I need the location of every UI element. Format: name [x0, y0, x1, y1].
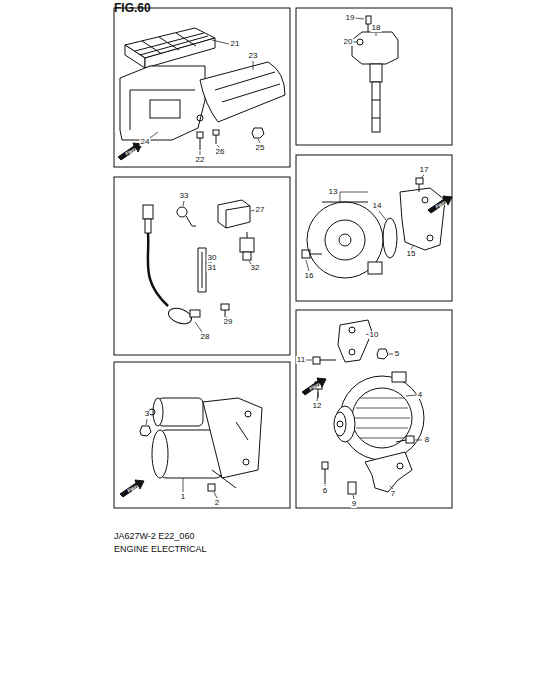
- panel-frame: [114, 8, 452, 508]
- callout-number: 8: [424, 436, 430, 444]
- ecm-bracket: [120, 66, 205, 140]
- ecm-unit: [125, 28, 215, 68]
- callout-number: 31: [207, 264, 218, 272]
- callout-number: 30: [207, 254, 218, 262]
- drawing-code: JA627W-2 E22_060: [114, 532, 194, 541]
- callout-number: 11: [296, 356, 306, 364]
- callout-number: 17: [419, 166, 430, 174]
- clip: [198, 248, 206, 292]
- figure-caption: ENGINE ELECTRICAL: [114, 545, 207, 554]
- callout-number: 20: [343, 38, 354, 46]
- callout-number: 18: [371, 24, 382, 32]
- starter-motor: [149, 398, 262, 478]
- clamp: [177, 207, 196, 226]
- callout-number: 21: [230, 40, 241, 48]
- bolts: [313, 349, 414, 494]
- callout-number: 6: [322, 487, 328, 495]
- callout-number: 24: [140, 138, 151, 146]
- callout-number: 33: [179, 192, 190, 200]
- iac-bracket: [400, 188, 445, 250]
- alternator-bracket: [338, 320, 372, 362]
- fwd-arrow: [302, 378, 326, 395]
- callout-number: 25: [255, 144, 266, 152]
- callout-number: 14: [372, 202, 383, 210]
- leader-line: [306, 334, 422, 499]
- sensor-harness: [143, 205, 200, 327]
- callout-number: 7: [390, 490, 396, 498]
- callout-number: 29: [223, 318, 234, 326]
- iac-valve: [307, 202, 383, 278]
- callout-number: 32: [250, 264, 261, 272]
- leader-line: [306, 175, 424, 271]
- callout-number: 3: [144, 410, 150, 418]
- callout-number: 13: [328, 188, 339, 196]
- o-ring: [383, 218, 397, 258]
- figure-title: FIG.60: [114, 2, 151, 14]
- callout-number: 4: [417, 391, 423, 399]
- callout-number: 26: [215, 148, 226, 156]
- adjust-arm: [365, 452, 412, 492]
- alternator: [334, 372, 424, 460]
- callout-number: 9: [351, 500, 357, 508]
- callout-number: 22: [195, 156, 206, 164]
- callout-number: 1: [180, 493, 186, 501]
- bolts: [140, 422, 248, 491]
- bolts: [221, 304, 229, 317]
- bolts: [302, 178, 423, 258]
- fwd-arrow: [118, 143, 142, 160]
- fwd-arrow: [428, 196, 452, 213]
- callout-number: 28: [200, 333, 211, 341]
- ignition-coil: [352, 16, 398, 132]
- leader-line: [146, 419, 217, 498]
- fwd-mark: FWD: [127, 484, 139, 493]
- temp-sensor: [240, 232, 254, 260]
- callout-number: 12: [312, 402, 323, 410]
- callout-number: 19: [345, 14, 356, 22]
- fwd-arrow: [120, 480, 144, 497]
- callout-number: 2: [214, 499, 220, 507]
- callout-number: 15: [406, 250, 417, 258]
- fwd-mark: FWD: [309, 382, 321, 391]
- leader-line: [183, 201, 255, 332]
- ecm-cover: [200, 62, 285, 122]
- callout-number: 27: [255, 206, 266, 214]
- callout-number: 23: [248, 52, 259, 60]
- relay: [218, 200, 250, 228]
- fwd-mark: FWD: [125, 147, 137, 156]
- callout-number: 16: [304, 272, 315, 280]
- callout-number: 5: [394, 350, 400, 358]
- callout-number: 10: [369, 331, 380, 339]
- leader-line: [150, 40, 260, 155]
